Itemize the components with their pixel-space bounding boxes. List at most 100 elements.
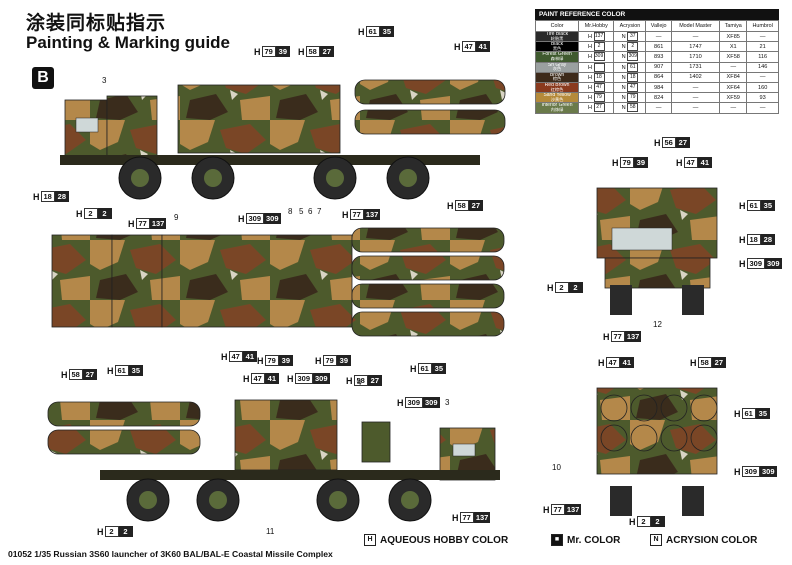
chassis-top [60,155,480,165]
section-badge: B [32,67,54,89]
callout-mr-code: 27 [675,137,690,148]
callout-hobby-code: 56 [661,137,676,148]
control-cabin-bottom [234,399,338,471]
missile-tube-2-bottom [47,429,201,455]
part-number: 8 [288,207,293,216]
color-name: Red Brown [544,82,570,88]
part-number: 10 [552,463,561,472]
callout-h-symbol: H [447,200,454,211]
color-name-cn: 红棕色 [550,86,564,92]
cab-window-top [75,117,99,133]
callout-mr-code: 309 [765,258,782,269]
part-number: 4 [357,378,362,387]
callout-mr-code: 39 [336,355,351,366]
part-number: 9 [174,213,179,222]
color-name-cn: 内饰绿 [550,106,564,112]
callout-h-symbol: H [739,258,746,269]
color-name-cn: 森林绿 [550,55,564,61]
callout-hobby-code: 309 [245,213,265,224]
callout-h-symbol: H [547,282,554,293]
callout-h-symbol: H [243,373,250,384]
callout-h-symbol: H [454,41,461,52]
callout-h-symbol: H [598,357,605,368]
callout-hobby-code: 79 [322,355,337,366]
rear-wheel-right [682,486,704,516]
part-number: 3 [102,76,107,85]
callout-h-symbol: H [33,191,40,202]
callout-mr-code: 309 [423,397,440,408]
callout-hobby-code: 77 [550,504,565,515]
acrysion-value: 37 [627,32,639,41]
callout-hobby-code: 309 [746,258,766,269]
mrhobby-value: 79 [593,93,605,102]
callout-h-symbol: H [76,208,83,219]
callout-h-symbol: H [612,157,619,168]
missile-tube-1-top [354,79,506,105]
callout-hobby-code: 61 [417,363,432,374]
color-name-cn: 沙黄色 [550,96,564,102]
rear-tube-ends [600,394,718,452]
callout-mr-code: 137 [624,331,642,342]
callout-mr-code: 27 [711,357,726,368]
callout-hobby-code: 47 [461,41,476,52]
callout-h-symbol: H [298,46,305,57]
front-bumper [604,257,711,289]
callout-mr-code: 27 [319,46,334,57]
callout-hobby-code: 2 [83,208,98,219]
color-name: Forest Green [542,51,572,58]
callout-h-symbol: H [61,369,68,380]
callout-h-symbol: H [676,157,683,168]
callout-mr-code: 137 [149,218,167,229]
side-view-bottom [47,399,500,522]
callout-h-symbol: H [97,526,104,537]
callout-h-symbol: H [221,351,228,362]
callout-mr-code: 28 [760,234,775,245]
callout-h-symbol: H [603,331,610,342]
legend-aqueous: H AQUEOUS HOBBY COLOR [362,534,508,546]
acrysion-value: 47 [627,83,639,92]
footer-caption: 01052 1/35 Russian 3S60 launcher of 3K60… [8,549,333,559]
callout-mr-code: 41 [697,157,712,168]
mrhobby-value: 2 [593,42,605,51]
callout-h-symbol: H [346,375,353,386]
callout-hobby-code: 47 [605,357,620,368]
mr-color-symbol: ■ [551,534,563,546]
callout-h-symbol: H [690,357,697,368]
color-name-cn: 棕色 [552,76,562,82]
callout-mr-code: 35 [755,408,770,419]
callout-hobby-code: 77 [459,512,474,523]
tube-plan-2 [351,255,505,281]
mrhobby-code: H 27 [578,102,615,114]
mr-color-label: Mr. COLOR [567,534,621,546]
callout-h-symbol: H [734,408,741,419]
color-name: Black [550,41,564,48]
callout-mr-code: 39 [278,355,293,366]
acrysion-value: 79 [627,93,639,102]
callout-mr-code: 2 [650,516,665,527]
callout-h-symbol: H [257,355,264,366]
mrhobby-value: 18 [593,73,605,82]
top-view-middle [51,227,505,337]
callout-h-symbol: H [654,137,661,148]
callout-mr-code: 35 [379,26,394,37]
guide-title: Painting & Marking guide [26,33,231,52]
control-cabin-top [177,84,341,154]
mrhobby-value: 309 [593,52,605,62]
